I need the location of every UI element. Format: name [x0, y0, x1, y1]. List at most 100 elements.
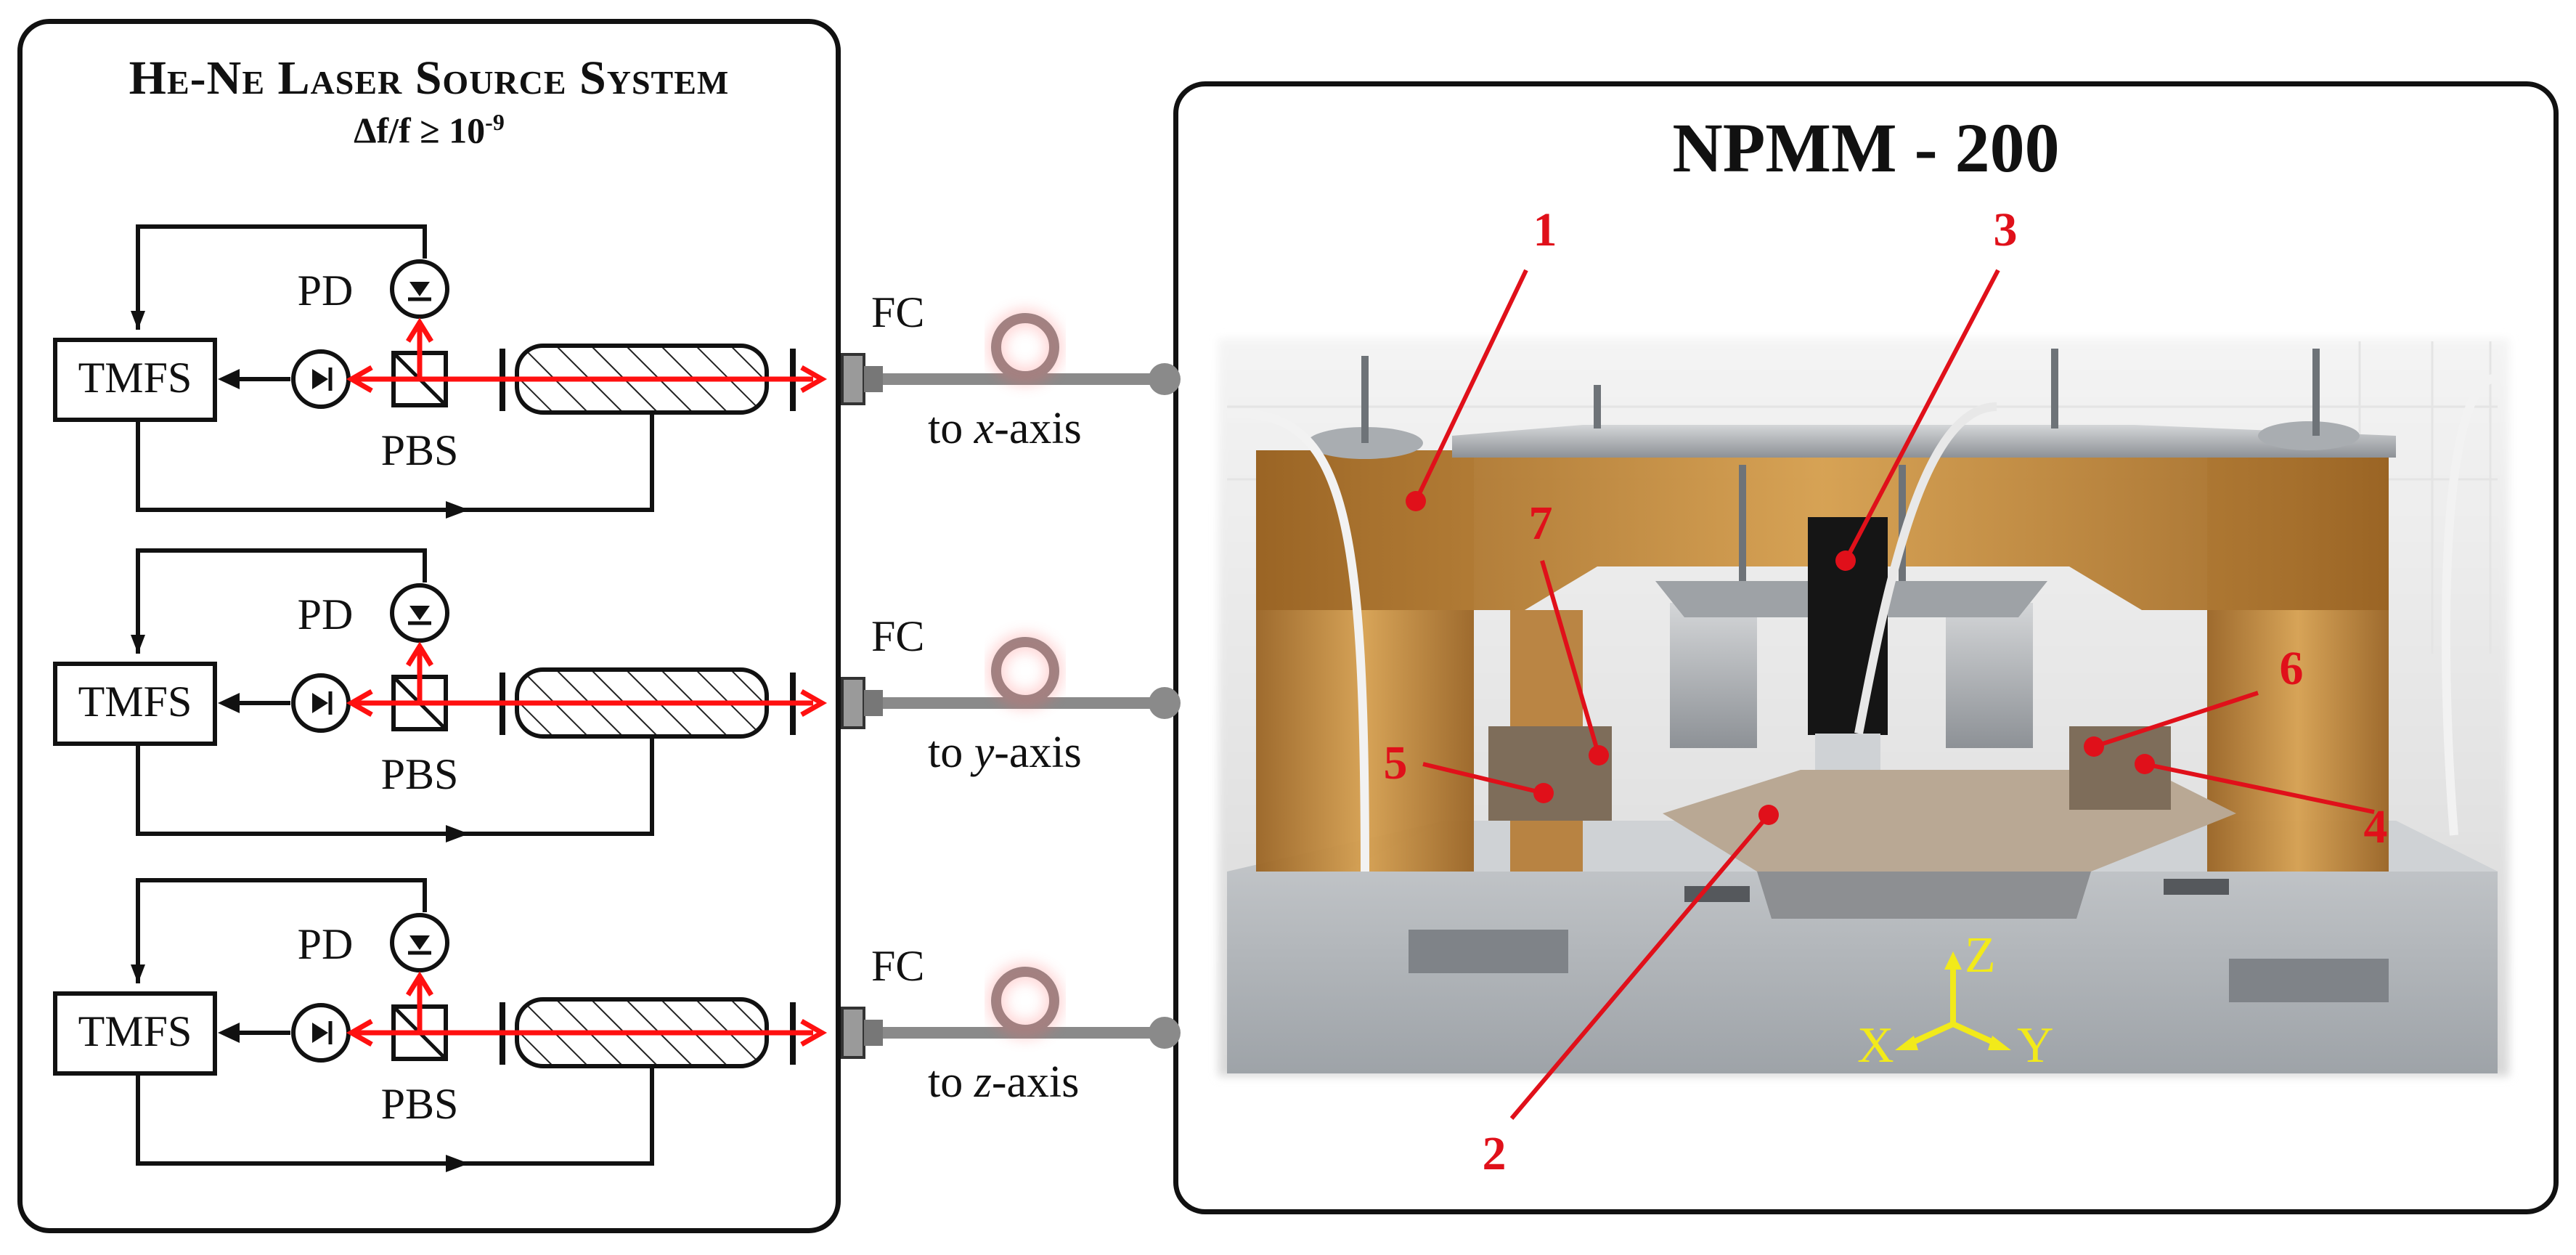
callout-dot	[1533, 783, 1554, 803]
fiber-cable-probe	[1854, 402, 1997, 735]
y-axis-label: Y	[2017, 1018, 2054, 1073]
y-axis-arrowhead	[1988, 1036, 2011, 1050]
callouts: 1 2 3 4 5 6 7	[1384, 203, 2388, 1180]
frequency-stability-exponent: -9	[485, 109, 505, 135]
fiber-coupler-nozzle	[864, 690, 883, 716]
tmfs-box	[53, 991, 217, 1076]
coordinate-axes: Z X Y	[1857, 927, 2054, 1073]
pbs-label: PBS	[381, 1080, 459, 1128]
tmfs-label: TMFS	[78, 1007, 192, 1055]
z-axis-arrowhead	[1944, 951, 1962, 970]
fiber-label-axis: z	[974, 1057, 992, 1107]
feedback-line-top	[136, 224, 427, 330]
drive-unit-right	[2229, 959, 2389, 1002]
x-axis-arrow	[1907, 1021, 1955, 1047]
callout-dot	[1589, 745, 1609, 765]
tmfs-label: TMFS	[78, 354, 192, 402]
feedback-arrow-top	[131, 635, 145, 654]
fiber-end-connector	[1149, 1017, 1181, 1049]
callout-number: 7	[1529, 497, 1553, 550]
pd-label: PD	[298, 920, 354, 968]
channel-x: TMFS PD PBS FC to x-axis	[53, 224, 1181, 519]
signal-arrowhead	[218, 693, 240, 713]
photodiode-vertical-glyph	[409, 606, 430, 620]
right-mount-disk	[2258, 421, 2360, 450]
npmm-title: NPMM - 200	[1672, 109, 2060, 187]
stage-edge	[1757, 872, 2091, 919]
feedback-arrow-bottom	[446, 1155, 469, 1172]
frequency-stability-label: Δf/f ≥ 10-9	[17, 109, 841, 152]
laser-beam-arrow-up	[406, 971, 433, 996]
fiber-label-prefix: to	[928, 728, 974, 777]
callout-1: 1	[1406, 203, 1557, 511]
fiber-end-connector	[1149, 687, 1181, 719]
fiber-destination-label: to x-axis	[928, 404, 1082, 453]
pd-label: PD	[298, 267, 354, 314]
laser-beam-arrow-right	[800, 689, 828, 718]
feedback-line-bottom	[136, 407, 654, 512]
callout-dot	[1835, 551, 1856, 571]
callout-7: 7	[1529, 497, 1609, 765]
callout-2: 2	[1483, 805, 1779, 1180]
callout-leader-line	[1509, 813, 1771, 1120]
laser-beam-arrow-left	[346, 365, 373, 394]
signal-arrowhead	[218, 369, 240, 389]
fc-label: FC	[871, 942, 924, 990]
callout-leader-line	[1843, 269, 2000, 562]
drive-unit-left	[1409, 930, 1568, 973]
fiber-coupler-nozzle	[864, 1020, 883, 1046]
pbs-label: PBS	[381, 426, 459, 474]
fc-label: FC	[871, 612, 924, 660]
fiber-label-prefix: to	[928, 1057, 974, 1107]
signal-arrowhead	[218, 1023, 240, 1043]
callout-4: 4	[2135, 754, 2388, 853]
x-axis-arrowhead	[1895, 1036, 1918, 1050]
laser-beam-arrow-up	[406, 641, 433, 667]
feedback-line-top	[136, 548, 427, 654]
laser-beam-arrow-right	[800, 1018, 828, 1047]
laser-beam-arrow-left	[346, 1018, 373, 1047]
tmfs-label: TMFS	[78, 678, 192, 726]
fiber-label-suffix: -axis	[994, 728, 1082, 777]
fiber-destination-label: to z-axis	[928, 1057, 1079, 1107]
callout-number: 6	[2280, 642, 2304, 695]
fiber-coupler-nozzle	[864, 366, 883, 392]
feedback-arrow-top	[131, 311, 145, 330]
npmm-photo: Z X Y	[1218, 338, 2509, 1076]
feedback-line-bottom	[136, 1060, 654, 1166]
carriage-right	[1946, 603, 2033, 748]
pbs-label: PBS	[381, 750, 459, 798]
fiber-cable-left	[1226, 409, 1369, 872]
feedback-arrow-bottom	[446, 825, 469, 842]
callout-5: 5	[1384, 736, 1554, 803]
callout-leader-line	[1422, 762, 1544, 795]
fiber-loop-glow	[987, 962, 1064, 1039]
top-metal-plate	[1452, 425, 2396, 458]
fiber-destination-label: to y-axis	[928, 728, 1082, 777]
callout-number: 5	[1384, 736, 1408, 789]
x-axis-label: X	[1857, 1018, 1894, 1073]
tmfs-box	[53, 662, 217, 746]
fiber-label-suffix: -axis	[992, 1057, 1080, 1107]
slot-2	[2164, 879, 2229, 895]
feedback-line-top	[136, 878, 427, 983]
photodiode-vertical-glyph	[409, 935, 430, 950]
callout-number: 3	[1994, 203, 2018, 256]
fc-label: FC	[871, 288, 924, 336]
callout-leader-line	[2093, 691, 2259, 749]
fiber-end-connector	[1149, 363, 1181, 395]
interferometer-block-left	[1488, 726, 1612, 821]
feedback-line-bottom	[136, 731, 654, 836]
laser-beam-arrow-right	[800, 365, 828, 394]
callout-leader-line	[2144, 762, 2375, 814]
laser-beam-arrow-left	[346, 689, 373, 718]
photodiode-horizontal-glyph	[312, 1023, 328, 1043]
feedback-arrow-bottom	[446, 501, 469, 519]
callout-leader-line	[1414, 269, 1528, 503]
callout-number: 4	[2364, 800, 2388, 853]
probe-housing	[1808, 517, 1888, 735]
